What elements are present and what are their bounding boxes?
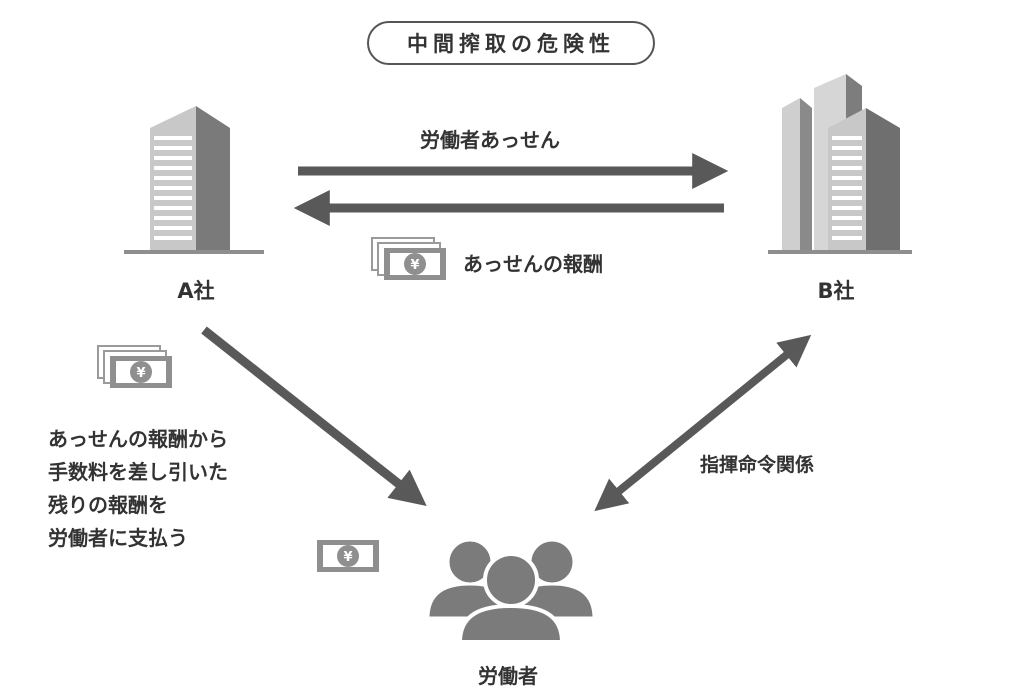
payment-note-line: 手数料を差し引いた: [48, 460, 228, 484]
building-icon: [124, 106, 264, 254]
command-arrow: [594, 334, 812, 512]
buildings-icon: [768, 74, 912, 254]
payment-note-line: あっせんの報酬から: [48, 427, 228, 451]
dispatch-label: 労働者あっせん: [420, 128, 560, 152]
payment-note-line: 労働者に支払う: [48, 526, 188, 550]
money-stack-icon: ¥: [97, 345, 172, 388]
command-label: 指揮命令関係: [700, 454, 815, 476]
payment-note-line: 残りの報酬を: [48, 493, 168, 517]
payment-note: あっせんの報酬から 手数料を差し引いた 残りの報酬を 労働者に支払う: [48, 423, 228, 555]
worker-label: 労働者: [478, 664, 538, 688]
payment-arrow: [201, 326, 427, 507]
svg-text:¥: ¥: [136, 366, 145, 381]
fee-label: あっせんの報酬: [463, 252, 603, 276]
money-stack-icon: ¥: [371, 237, 446, 280]
svg-text:¥: ¥: [410, 258, 419, 273]
company-a-label: A社: [177, 279, 215, 303]
people-icon: [426, 538, 596, 644]
money-icon: ¥: [317, 540, 379, 572]
diagram-title: 中間搾取の危険性: [367, 21, 655, 65]
svg-text:¥: ¥: [343, 550, 352, 565]
company-b-label: B社: [817, 279, 855, 303]
